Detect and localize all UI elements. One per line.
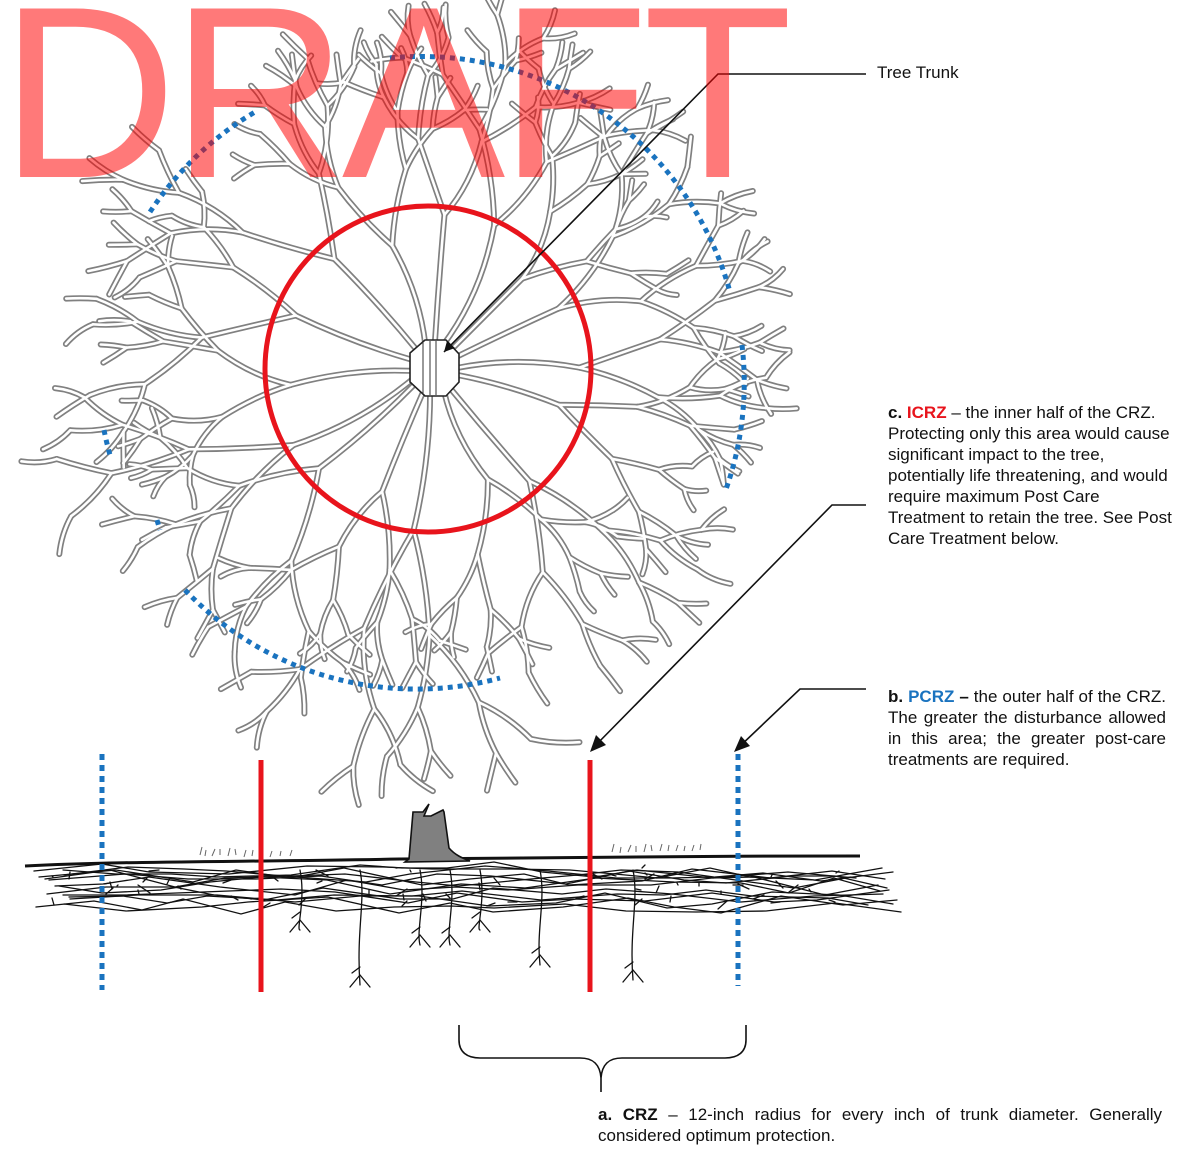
- branch-highlight: [255, 164, 290, 165]
- crz-callout: a. CRZ – 12-inch radius for every inch o…: [598, 1104, 1162, 1146]
- root: [656, 886, 659, 893]
- trunk-stump: [405, 804, 470, 862]
- branch-highlight: [529, 673, 548, 704]
- branch: [445, 142, 482, 215]
- branch-highlight: [57, 395, 91, 417]
- icrz-leader: [593, 505, 866, 748]
- branch: [456, 375, 559, 405]
- branch-highlight: [487, 753, 496, 791]
- branch-highlight: [82, 180, 123, 181]
- pcrz-leader: [738, 689, 866, 748]
- pcrz-term: PCRZ: [908, 687, 954, 706]
- root: [771, 875, 772, 877]
- tree-plan-view: [21, 0, 796, 805]
- branch-highlight: [496, 753, 515, 783]
- root: [317, 881, 322, 883]
- branch-highlight: [112, 189, 131, 211]
- branch-highlight: [646, 549, 666, 572]
- branch: [231, 445, 293, 508]
- crz-description: – 12-inch radius for every inch of trunk…: [598, 1105, 1162, 1145]
- icrz-letter: c.: [888, 403, 902, 422]
- root: [677, 883, 678, 885]
- root: [670, 896, 671, 902]
- branch: [294, 380, 412, 445]
- branch-highlight: [678, 603, 706, 604]
- branch-highlight: [265, 105, 294, 124]
- root: [539, 870, 542, 965]
- pcrz-callout: b. PCRZ – the outer half of the CRZ. The…: [888, 686, 1166, 770]
- root: [167, 878, 170, 884]
- branch-highlight: [103, 211, 131, 212]
- icrz-callout: c. ICRZ – the inner half of the CRZ. Pro…: [888, 402, 1177, 549]
- branch: [291, 468, 319, 560]
- branch-highlight: [294, 380, 412, 445]
- branch-highlight: [766, 408, 797, 409]
- branch-highlight: [431, 751, 451, 776]
- branch-highlight: [186, 169, 202, 192]
- branch-highlight: [464, 86, 478, 110]
- root: [829, 900, 835, 902]
- branch-highlight: [491, 610, 519, 639]
- branch: [522, 572, 543, 627]
- branch-highlight: [477, 653, 488, 678]
- branch: [71, 473, 111, 516]
- root: [52, 898, 54, 905]
- branch-highlight: [66, 298, 96, 299]
- root: [642, 865, 645, 868]
- branch-highlight: [132, 127, 159, 150]
- branch-highlight: [109, 244, 138, 245]
- branch: [187, 468, 239, 486]
- branches: [21, 0, 796, 805]
- branch-highlight: [202, 316, 296, 338]
- branch-highlight: [103, 348, 126, 363]
- root: [632, 870, 635, 980]
- root: [117, 885, 118, 886]
- branch-highlight: [99, 320, 130, 321]
- crz-letter: a.: [598, 1105, 612, 1124]
- branch-highlight: [234, 165, 255, 178]
- branch: [291, 561, 309, 632]
- branch-highlight: [211, 569, 213, 610]
- branch-highlight: [659, 470, 684, 489]
- branch-highlight: [260, 134, 290, 164]
- crz-brace: [459, 1025, 746, 1092]
- roots: [34, 862, 901, 987]
- branch: [494, 162, 547, 225]
- branch-highlight: [402, 662, 416, 688]
- branch-highlight: [418, 139, 444, 215]
- root: [138, 885, 150, 893]
- branch: [294, 124, 319, 173]
- tree-section-view: [25, 754, 901, 992]
- tree-trunk-label: Tree Trunk: [877, 62, 959, 83]
- branch-highlight: [333, 600, 348, 635]
- branch-highlight: [382, 390, 424, 491]
- branch-highlight: [57, 459, 112, 473]
- branch: [218, 351, 291, 385]
- root: [149, 870, 159, 871]
- branch-highlight: [321, 766, 353, 792]
- root: [636, 889, 641, 890]
- branch-highlight: [660, 301, 714, 340]
- branch-highlight: [425, 4, 438, 33]
- icrz-term: ICRZ: [907, 403, 947, 422]
- root: [612, 875, 616, 876]
- root: [52, 876, 53, 877]
- icrz-description: – the inner half of the CRZ. Protecting …: [888, 403, 1172, 548]
- pcrz-dash: –: [954, 687, 968, 706]
- pcrz-letter: b.: [888, 687, 903, 706]
- branch-highlight: [760, 329, 784, 343]
- branch-highlight: [600, 666, 620, 692]
- branch-highlight: [478, 554, 491, 609]
- root: [410, 870, 411, 872]
- branch-highlight: [467, 30, 486, 51]
- root: [419, 870, 422, 945]
- branch-highlight: [382, 660, 392, 685]
- branch-highlight: [631, 273, 667, 274]
- crz-term: CRZ: [623, 1105, 658, 1124]
- branch-highlight: [114, 223, 138, 245]
- branch-highlight: [152, 468, 187, 469]
- branch-highlight: [123, 547, 138, 571]
